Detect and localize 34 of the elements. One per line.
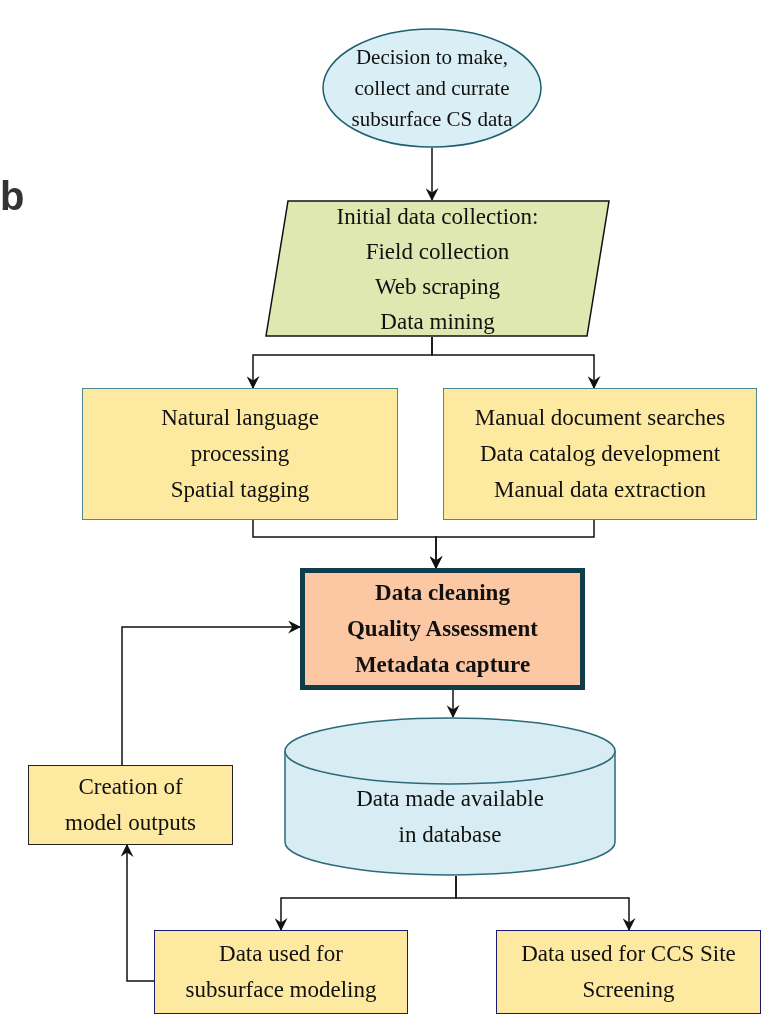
process-box xyxy=(496,930,761,1014)
node-text: Quality Assessment xyxy=(346,615,538,643)
arrow xyxy=(120,843,155,982)
process-box xyxy=(154,930,408,1014)
node-text: Initial data collection: xyxy=(336,202,539,231)
process-box xyxy=(28,765,233,845)
node-text: Spatial tagging xyxy=(170,476,310,504)
process-box xyxy=(300,568,585,690)
node-text: Data used for CCS Site Screening xyxy=(520,940,737,1004)
arrow xyxy=(455,875,636,932)
node-text: Data cleaning xyxy=(375,579,510,607)
node-text: Metadata capture xyxy=(354,651,531,679)
arrow xyxy=(121,620,302,766)
node-text: Data used for subsurface modeling xyxy=(184,940,378,1004)
node-text: Web scraping xyxy=(374,272,501,301)
node-text: Data mining xyxy=(380,307,495,336)
node-text: Data made available in database xyxy=(355,784,545,849)
panel-label: b xyxy=(0,176,25,216)
input-parallelogram xyxy=(265,200,610,337)
process-box xyxy=(443,388,757,520)
arrow xyxy=(429,519,595,570)
node-text: Decision to make, collect and currate subsurface CS data xyxy=(350,43,514,133)
arrow xyxy=(446,689,460,719)
node-text: Manual document searches xyxy=(474,404,726,432)
database-cylinder xyxy=(284,717,616,876)
node-text: Creation of model outputs xyxy=(64,773,197,837)
start-ellipse xyxy=(322,28,542,148)
node-text: Natural language processing xyxy=(160,404,320,468)
node-text: Data catalog development xyxy=(479,440,721,468)
node-text: Manual data extraction xyxy=(494,476,706,504)
arrow xyxy=(425,147,439,202)
arrow xyxy=(431,336,601,390)
process-box xyxy=(82,388,398,520)
node-text: Field collection xyxy=(365,237,510,266)
